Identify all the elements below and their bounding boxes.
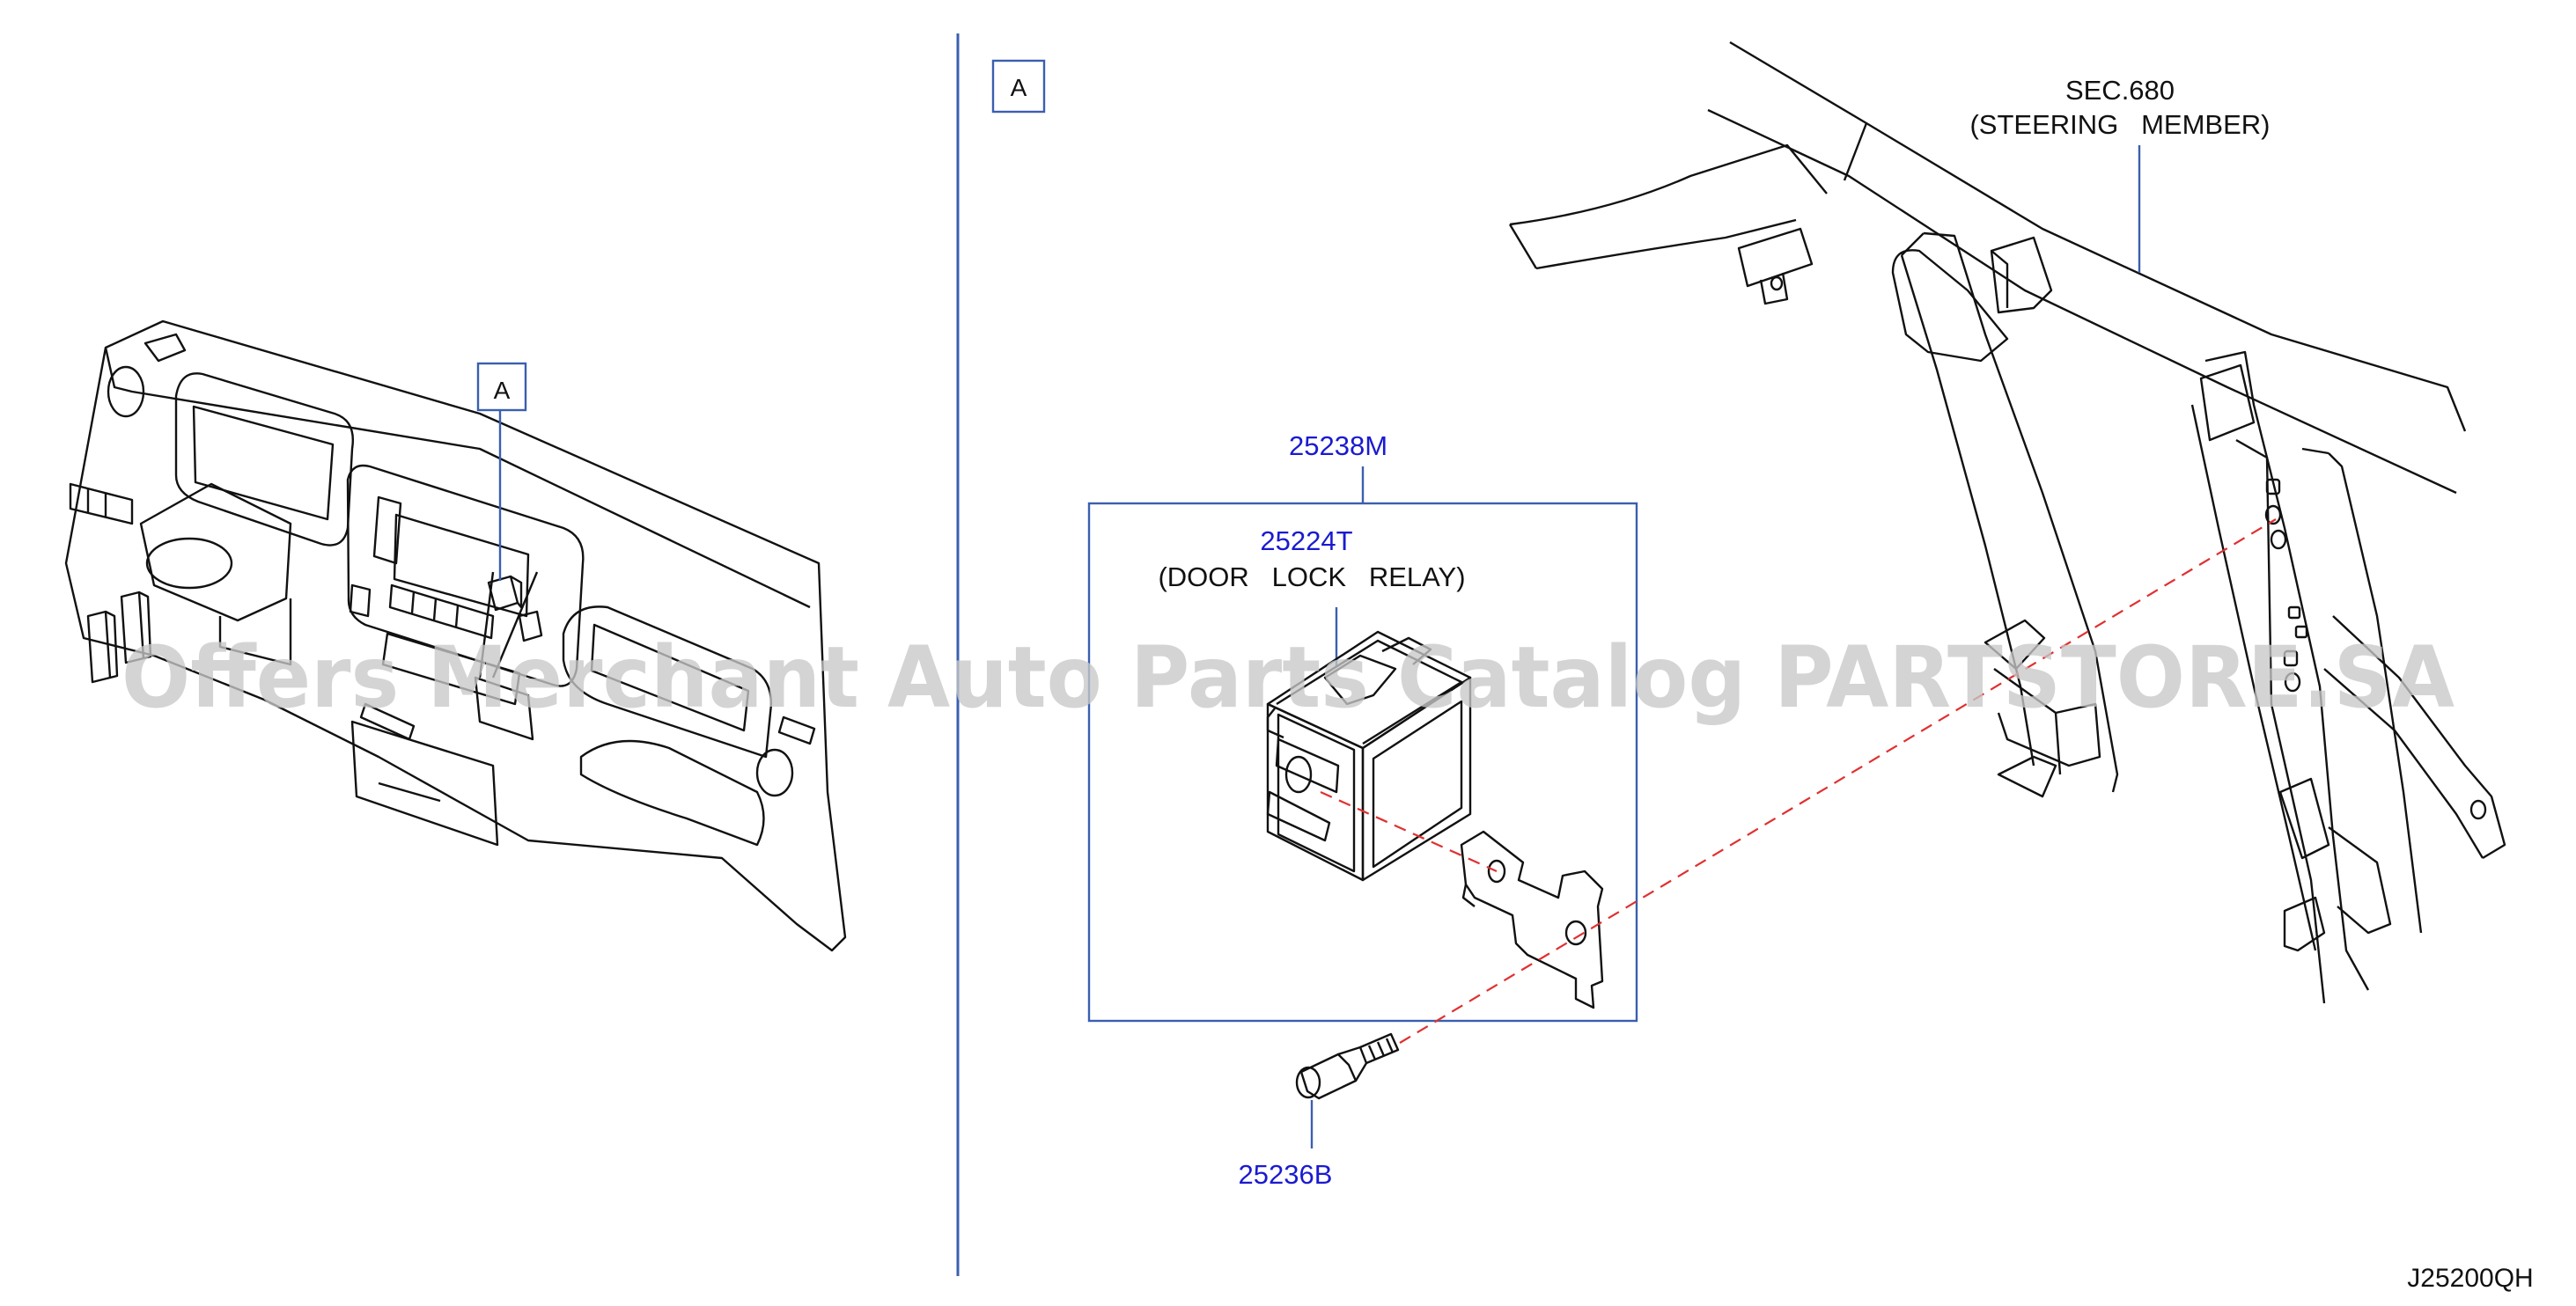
door-lock-relay-drawing (1266, 630, 1472, 882)
view-a-box-right (991, 59, 1046, 114)
watermark-text: Offers Merchant Auto Parts Catalog PARTS… (121, 628, 2455, 727)
view-a-box-left (476, 362, 527, 412)
relay-name-label: (DOOR LOCK RELAY) (1158, 561, 1465, 592)
view-a-label-left: A (494, 377, 511, 404)
bolt-drawing (1295, 1032, 1400, 1100)
section-ref-label: SEC.680 (2065, 75, 2175, 106)
view-a-label-right: A (1011, 74, 1027, 101)
dashboard-drawing (64, 319, 847, 952)
bolt-part-number: 25236B (1239, 1159, 1333, 1190)
bracket-assembly-part-number: 25238M (1289, 430, 1387, 461)
section-name-label: (STEERING MEMBER) (1969, 109, 2270, 140)
relay-bracket-drawing (1460, 830, 1604, 1009)
steering-member-drawing (1508, 40, 2506, 1004)
relay-part-number: 25224T (1260, 525, 1352, 556)
assembly-dashed-lines (1320, 518, 2277, 1044)
diagram-code: J25200QH (2407, 1264, 2533, 1293)
